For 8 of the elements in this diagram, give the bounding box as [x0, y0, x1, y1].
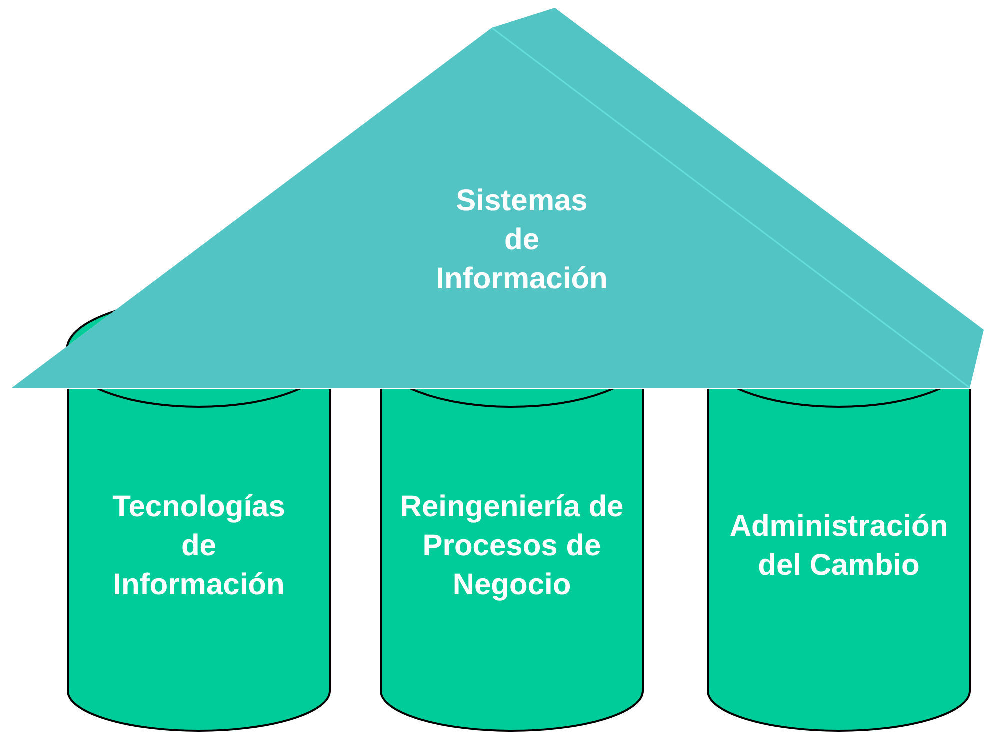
node-label: Administración del Cambio: [730, 509, 948, 584]
node-label: Sistemas de Información: [436, 184, 608, 298]
node-label: Tecnologías de Información: [112, 490, 286, 604]
cylinder: [67, 389, 331, 732]
cylinder: [707, 389, 971, 732]
node-label: Reingeniería de Procesos de Negocio: [399, 490, 625, 604]
roof-prism: [12, 8, 984, 389]
cylinder: [380, 389, 644, 732]
